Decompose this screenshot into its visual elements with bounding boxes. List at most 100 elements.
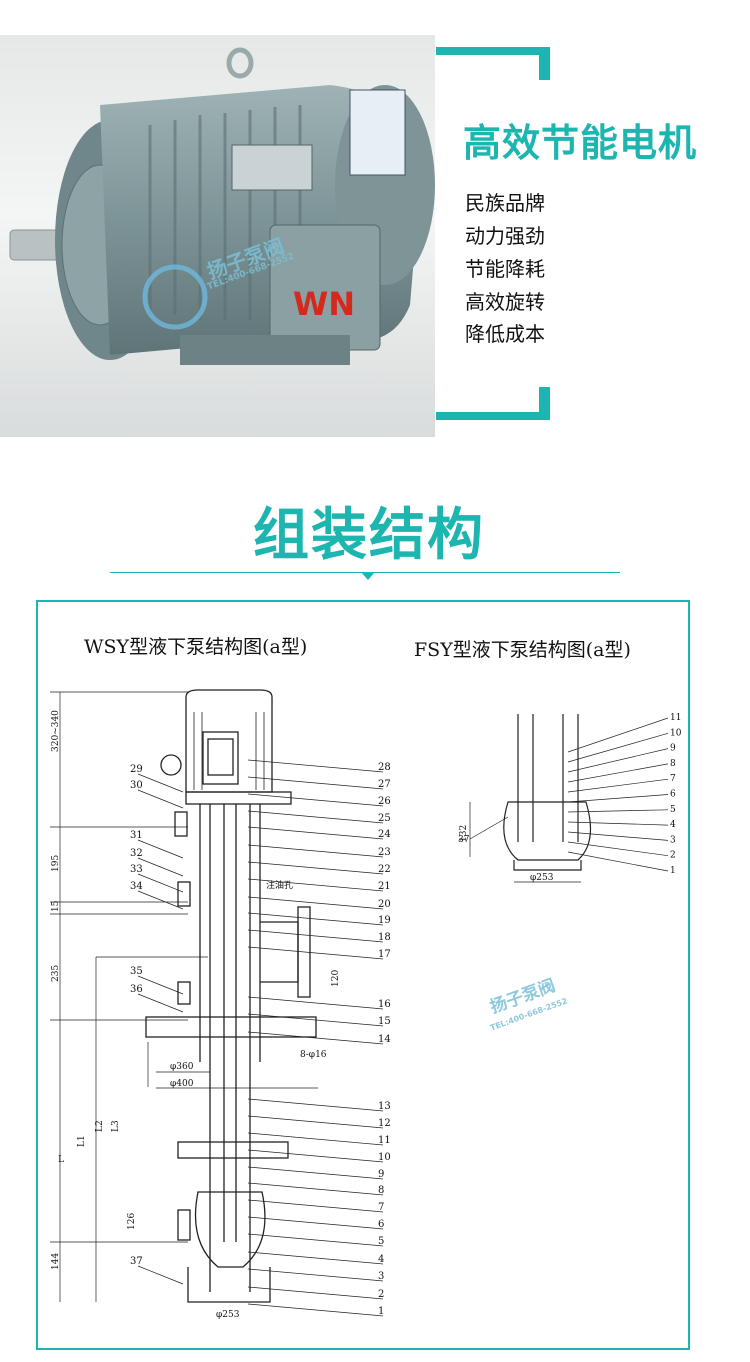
part-number-label: 30: [130, 780, 143, 791]
leader-line: [247, 1251, 384, 1265]
dimension-label: 15: [51, 900, 61, 912]
part-number-label: 7: [670, 774, 676, 784]
part-number-label: 29: [130, 764, 143, 775]
dimension-label: φ253: [530, 873, 554, 883]
part-number-label: 6: [378, 1219, 384, 1230]
leader-line: [247, 793, 384, 807]
motor-illustration: WN: [9, 47, 435, 365]
leader-line: [247, 878, 384, 892]
part-number-label: 2: [670, 851, 676, 861]
dimension-label: L3: [111, 1120, 121, 1132]
part-number-label: 22: [378, 864, 391, 875]
part-number-label: 25: [378, 813, 391, 824]
pump-structure-drawing: 2827262524232221201918171615141312111098…: [50, 689, 682, 1320]
dimension-label: 195: [51, 855, 61, 872]
part-number-label: 36: [130, 984, 143, 995]
dimension-label: φ360: [170, 1062, 194, 1072]
leader-line: [247, 759, 384, 773]
leader-line: [247, 1286, 384, 1300]
part-number-label: 26: [378, 796, 391, 807]
leader-line: [567, 809, 669, 813]
part-number-label: 24: [378, 829, 391, 840]
part-number-label: 1: [378, 1306, 384, 1317]
part-number-label: 37: [130, 1256, 143, 1267]
part-number-label: 10: [378, 1152, 391, 1163]
part-number-label: 1: [670, 866, 676, 876]
feature-item: 高效旋转: [465, 290, 545, 314]
part-number-label: 4: [670, 820, 676, 830]
leader-line: [247, 1013, 384, 1027]
bracket-bottom-corner: [539, 387, 550, 420]
part-number-label: 9: [378, 1169, 384, 1180]
leader-line: [247, 1303, 384, 1317]
part-number-label: 13: [378, 1101, 391, 1112]
watermark-logo-icon: [142, 264, 208, 330]
leader-line: [247, 1115, 384, 1129]
feature-item: 民族品牌: [465, 191, 545, 215]
leader-line: [567, 821, 669, 826]
nameplate: [349, 89, 406, 176]
leader-line: [247, 1199, 384, 1213]
leader-line: [247, 996, 384, 1010]
leader-line: [137, 857, 184, 877]
part-number-label: 14: [378, 1034, 391, 1045]
part-number-label: 5: [670, 805, 676, 815]
leader-line: [137, 1265, 184, 1285]
dimension-label: 235: [51, 965, 61, 982]
leader-line: [567, 748, 669, 773]
part-number-label: 20: [378, 899, 391, 910]
leader-line: [247, 929, 384, 943]
part-number-label: 9: [670, 744, 676, 754]
part-number-label: 7: [378, 1202, 384, 1213]
dimension-label: L2: [95, 1120, 105, 1132]
leader-line: [137, 890, 184, 910]
part-number-label: 33: [130, 864, 143, 875]
leader-line: [247, 1268, 384, 1282]
part-number-label: 3: [378, 1271, 384, 1282]
dimension-label: φ400: [170, 1079, 194, 1089]
divider-arrow-icon: [361, 572, 375, 580]
leader-line: [137, 789, 184, 809]
part-number-label: 21: [378, 881, 391, 892]
wsy-pump-outline: [145, 689, 317, 1303]
leader-line: [247, 912, 384, 926]
part-number-label: 37: [458, 835, 470, 845]
leader-line: [567, 732, 669, 763]
dimension-label: 132: [459, 825, 469, 842]
motor-photo: WN 扬子泵阀 TEL:400-668-2552: [0, 35, 435, 437]
part-number-label: 4: [378, 1254, 384, 1265]
leader-line: [137, 993, 184, 1013]
part-number-label: 19: [378, 915, 391, 926]
leader-line: [247, 776, 384, 790]
section-title: 组装结构: [253, 503, 485, 568]
dimension-label: φ253: [216, 1310, 240, 1320]
leader-line: [469, 816, 509, 840]
part-number-label: 34: [130, 881, 143, 892]
part-number-label: 8: [378, 1185, 384, 1196]
part-number-label: 11: [670, 713, 681, 723]
leader-line: [247, 946, 384, 960]
leader-line: [247, 1098, 384, 1112]
leader-line: [567, 778, 669, 793]
part-number-label: 23: [378, 847, 391, 858]
leader-line: [137, 873, 184, 893]
part-number-label: 8: [670, 759, 676, 769]
leader-line: [137, 773, 184, 793]
part-number-label: 11: [378, 1135, 391, 1146]
dimension-label: 126: [127, 1213, 137, 1230]
dimension-label: L: [58, 1155, 64, 1165]
structure-diagram-panel: WSY型液下泵结构图(a型) FSY型液下泵结构图(a型): [36, 600, 690, 1350]
leader-line: [567, 841, 669, 857]
leader-line: [247, 1182, 384, 1196]
fsy-diagram-title: FSY型液下泵结构图(a型): [414, 639, 631, 661]
part-number-label: 12: [378, 1118, 391, 1129]
dimension-label: 144: [51, 1253, 61, 1270]
feature-item: 节能降耗: [465, 257, 545, 281]
feature-item: 降低成本: [465, 322, 545, 346]
dimension-label: 320~340: [51, 710, 61, 752]
leader-line: [247, 810, 384, 824]
part-number-label: 17: [378, 949, 391, 960]
bracket-top-corner: [539, 47, 550, 80]
leader-line: [137, 975, 184, 995]
leader-line: [247, 1166, 384, 1180]
